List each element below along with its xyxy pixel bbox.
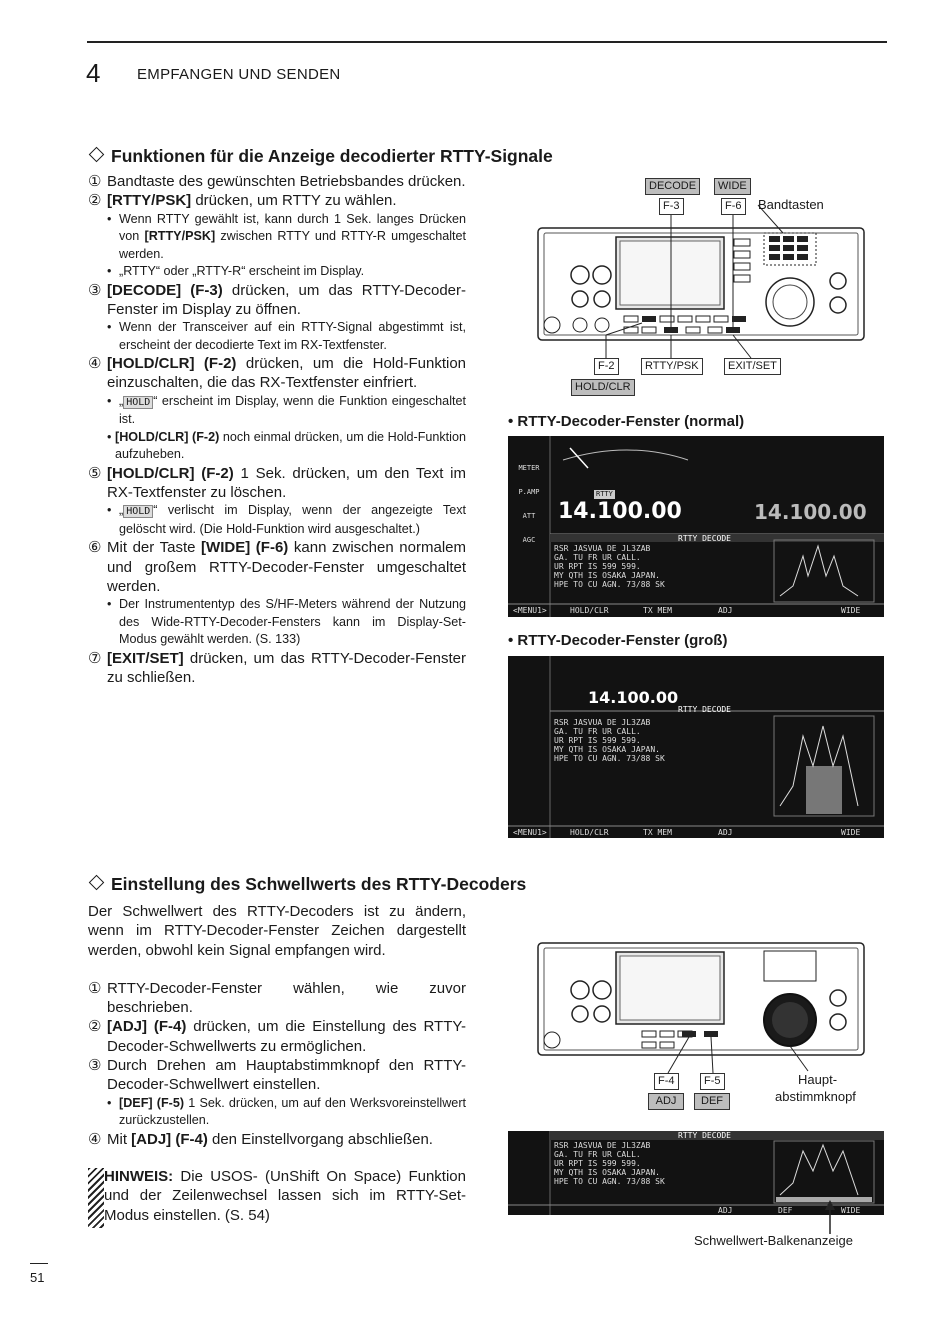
def-label: DEF (694, 1093, 730, 1110)
section2-body: Der Schwellwert des RTTY-Decoders ist zu… (88, 902, 466, 1228)
step-7: ⑦[EXIT/SET] drücken, um das RTTY-Decoder… (88, 649, 466, 687)
note-hatch-icon (88, 1167, 104, 1228)
f2-label: F-2 (594, 358, 619, 375)
chapter-title: EMPFANGEN UND SENDEN (137, 66, 341, 83)
rttypsk-label: RTTY/PSK (641, 358, 703, 375)
screen1-caption: • RTTY-Decoder-Fenster (normal) (508, 413, 745, 430)
radio-diagram-1: DECODE WIDE F-3 F-6 Bandtasten F-2 RTTY/… (508, 175, 888, 400)
f4-label: F-4 (654, 1073, 679, 1090)
radio-front-panel (537, 204, 865, 359)
rtty-decoder-screen-large: 14.100.00 RTTY DECODE RSR JASVUA DE JL3Z… (508, 656, 884, 838)
adj-label: ADJ (648, 1093, 684, 1110)
chapter-number: 4 (86, 58, 101, 88)
hold-indicator: HOLD (123, 505, 154, 519)
hold-indicator: HOLD (123, 395, 154, 409)
f3-label: F-3 (659, 198, 684, 215)
header-rule (87, 41, 887, 43)
step-5: ⑤[HOLD/CLR] (F-2) 1 Sek. drücken, um den… (88, 464, 466, 502)
haupt-label-2: abstimmknopf (775, 1089, 856, 1104)
step-2: ②[RTTY/PSK] drücken, um RTTY zu wählen. (88, 192, 397, 210)
rtty-decoder-screen-normal: METER P.AMP ATT AGC RTTY 14.100.00 14.10… (508, 436, 884, 617)
f6-label: F-6 (721, 198, 746, 215)
radio-diagram-2: F-4 F-5 ADJ DEF Haupt- abstimmknopf (508, 935, 888, 1115)
step-3: ③[DECODE] (F-3) drücken, um das RTTY-Dec… (88, 281, 466, 318)
section2-heading: Einstellung des Schwellwerts des RTTY-De… (88, 874, 526, 895)
f5-label: F-5 (700, 1073, 725, 1090)
holdclr-label: HOLD/CLR (571, 379, 635, 396)
bandtasten-label: Bandtasten (758, 197, 824, 212)
screen2-caption: • RTTY-Decoder-Fenster (groß) (508, 632, 728, 649)
step-4: ④[HOLD/CLR] (F-2) drücken, um die Hold-F… (88, 355, 467, 392)
diamond-icon (88, 874, 105, 891)
haupt-label-1: Haupt- (798, 1072, 838, 1087)
decode-label: DECODE (645, 178, 701, 195)
note: HINWEIS: Die USOS- (UnShift On Space) Fu… (88, 1167, 466, 1228)
wide-label: WIDE (714, 178, 751, 195)
threshold-screen: RTTY DECODE RSR JASVUA DE JL3ZAB GA. TU … (508, 1131, 884, 1215)
pointer-arrow-icon (825, 1200, 835, 1234)
page-number: 51 (30, 1270, 45, 1285)
sub-frequency: 14.100.00 (754, 500, 867, 524)
diamond-icon (88, 146, 105, 163)
exitset-label: EXIT/SET (724, 358, 781, 375)
page-number-rule (30, 1263, 48, 1264)
section1-heading: Funktionen für die Anzeige decodierter R… (88, 146, 553, 167)
main-frequency: 14.100.00 (558, 499, 682, 524)
threshold-bar-caption: Schwellwert-Balkenanzeige (694, 1233, 853, 1248)
